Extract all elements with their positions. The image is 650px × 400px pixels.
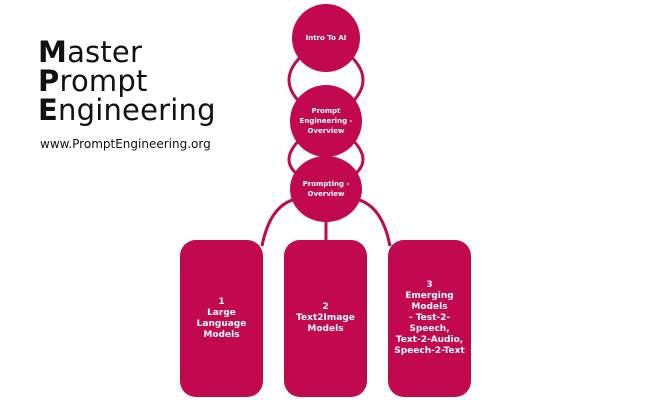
connector-branch-left [260, 197, 297, 247]
node-intro-to-ai: Intro To AI [292, 4, 360, 72]
brand-rest-master: aster [67, 35, 143, 69]
brand-logo: Master Prompt Engineering [38, 38, 216, 125]
card-number: 2 [322, 302, 329, 312]
node-label: Intro To AI [305, 34, 347, 42]
card-large-language-models: 1 Large Language Models [180, 240, 263, 397]
card-title: Text2Image Models [296, 313, 355, 334]
node-prompt-engineering-overview: Prompt Engineering - Overview [290, 85, 362, 157]
node-label: Prompting - Overview [302, 180, 350, 198]
card-text2image-models: 2 Text2Image Models [284, 240, 367, 397]
card-title: Large Language Models [196, 307, 247, 340]
node-label: Prompt Engineering - Overview [299, 107, 353, 135]
connector-branch-right [355, 197, 392, 247]
node-prompting-overview: Prompting - Overview [290, 156, 362, 222]
card-title: Emerging Models - Test-2-Speech, Text-2-… [394, 291, 465, 356]
brand-line-prompt: Prompt [38, 67, 216, 96]
brand-initial-e: E [38, 93, 59, 127]
brand-initial-m: M [38, 35, 68, 69]
website-url: www.PromptEngineering.org [40, 137, 211, 151]
card-number: 3 [426, 280, 433, 290]
brand-rest-engineering: ngineering [58, 93, 216, 127]
brand-line-master: Master [38, 38, 216, 67]
brand-rest-prompt: rompt [59, 64, 148, 98]
brand-initial-p: P [38, 64, 60, 98]
card-emerging-models: 3 Emerging Models - Test-2-Speech, Text-… [388, 240, 471, 397]
card-number: 1 [218, 296, 225, 307]
brand-line-engineering: Engineering [38, 96, 216, 125]
